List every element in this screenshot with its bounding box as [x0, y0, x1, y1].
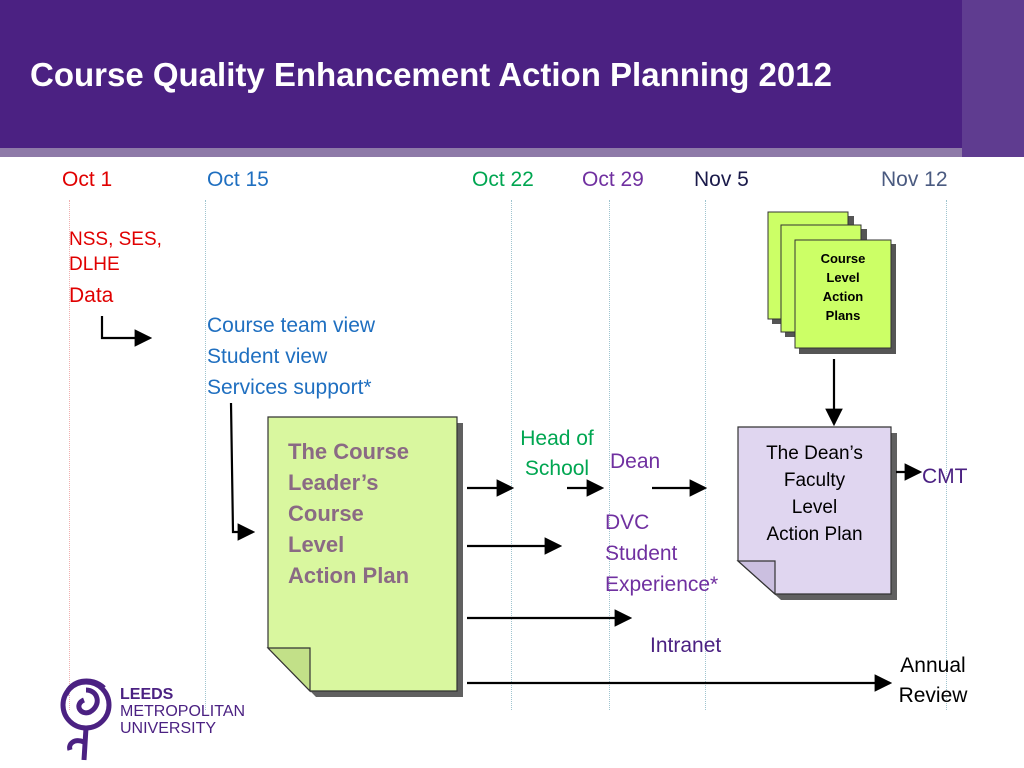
logo-line-3: UNIVERSITY [120, 720, 217, 737]
dean-plan-text: The Dean’s Faculty Level Action Plan [738, 440, 891, 548]
course-team-view-label: Course team view [207, 314, 376, 337]
course-level-plans-line-4: Plans [825, 308, 861, 323]
date-oct-29: Oct 29 [582, 168, 644, 191]
logo-line-2: METROPOLITAN [120, 703, 246, 720]
dean-plan-line-2: Faculty [783, 470, 846, 491]
annual-review-label: Annual Review [889, 651, 977, 711]
cmt-label: CMT [922, 465, 968, 488]
student-view-label: Student view [207, 345, 328, 368]
timeline-guide-nov-12 [946, 200, 947, 710]
head-of-school-line-1: Head of [520, 427, 594, 450]
course-plan-line-1: The Course [288, 439, 410, 464]
dean-plan-line-3: Level [791, 497, 838, 518]
dlhe-label: DLHE [69, 254, 120, 275]
date-nov-12: Nov 12 [881, 168, 948, 191]
logo-line-1: LEEDS [120, 686, 174, 703]
course-leader-plan-text: The Course Leader’s Course Level Action … [288, 436, 409, 591]
university-logo-mark [60, 678, 112, 761]
dvc-line-1: DVC [605, 511, 650, 534]
head-of-school-label: Head of School [512, 424, 602, 484]
date-oct-1: Oct 1 [62, 168, 113, 191]
title-banner-strip [0, 148, 962, 157]
head-of-school-line-2: School [524, 457, 590, 480]
timeline-guide-oct-15 [205, 200, 206, 710]
annual-review-line-2: Review [898, 684, 968, 707]
date-nov-5: Nov 5 [694, 168, 749, 191]
course-level-plans-stack [767, 211, 896, 354]
arrow-views-to-course-plan [229, 402, 256, 541]
date-oct-22: Oct 22 [472, 168, 534, 191]
course-plan-line-3: Course [288, 501, 364, 526]
course-level-plans-text: Course Level Action Plans [795, 249, 891, 325]
data-label: Data [69, 284, 114, 307]
intranet-label: Intranet [650, 634, 722, 657]
dean-plan-shape [736, 426, 897, 600]
course-level-plans-line-1: Course [820, 251, 866, 266]
dean-label: Dean [610, 450, 661, 473]
timeline-guide-oct-29 [609, 200, 610, 710]
nss-ses-label: NSS, SES, [69, 229, 162, 250]
title-banner-accent [962, 0, 1024, 157]
course-level-plans-line-2: Level [826, 270, 860, 285]
course-plan-line-2: Leader’s [288, 470, 379, 495]
university-logo-wordmark: LEEDS METROPOLITAN UNIVERSITY [120, 686, 245, 737]
dvc-student-experience-label: DVC Student Experience* [605, 507, 718, 600]
timeline-guide-oct-22 [511, 200, 512, 710]
title-banner [0, 0, 1024, 148]
arrow-data-to-views [100, 316, 153, 347]
services-support-label: Services support* [207, 376, 372, 399]
course-leader-plan-shape [266, 416, 463, 697]
dvc-line-2: Student [605, 542, 678, 565]
timeline-guide-oct-1 [69, 200, 70, 710]
course-level-plans-line-3: Action [822, 289, 864, 304]
dean-plan-line-1: The Dean’s [766, 443, 863, 464]
annual-review-line-1: Annual [900, 654, 966, 677]
dvc-line-3: Experience* [605, 573, 719, 596]
course-plan-line-4: Level [288, 532, 345, 557]
course-plan-line-5: Action Plan [288, 563, 410, 588]
date-oct-15: Oct 15 [207, 168, 269, 191]
dean-plan-line-4: Action Plan [766, 524, 863, 545]
slide-title: Course Quality Enhancement Action Planni… [30, 56, 832, 93]
timeline-guide-nov-5 [705, 200, 706, 710]
